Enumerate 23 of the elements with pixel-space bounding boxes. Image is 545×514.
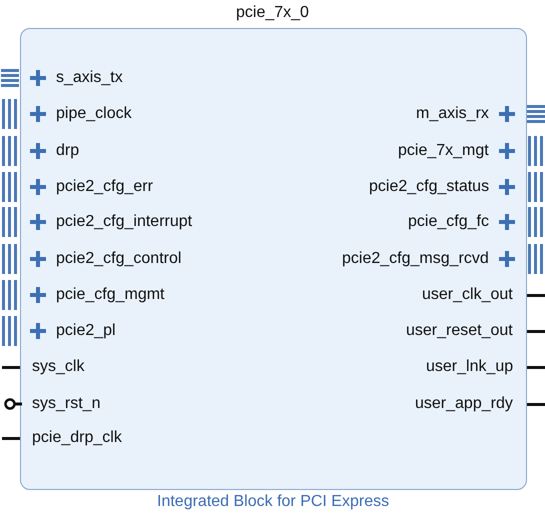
port-label: user_app_rdy [415,395,513,413]
port-label: sys_clk [32,358,84,376]
port-label: pcie2_cfg_control [56,250,182,268]
port-label: drp [56,142,80,160]
port-label: user_lnk_up [426,358,514,376]
port-label: pcie2_cfg_interrupt [56,213,192,231]
port-label: pcie2_cfg_status [369,178,490,196]
port-label: pcie_7x_mgt [398,142,489,160]
port-label: pcie2_cfg_msg_rcvd [342,250,489,268]
port-label: user_clk_out [422,286,513,304]
block-title: pcie_7x_0 [236,4,309,22]
ip-block [20,28,527,490]
port-label: sys_rst_n [32,395,100,413]
block-caption: Integrated Block for PCI Express [157,493,390,511]
port-label: m_axis_rx [416,105,489,123]
port-label: pcie2_pl [56,322,116,340]
port-label: pcie2_cfg_err [56,178,153,196]
port-label: pipe_clock [56,105,132,123]
port-label: pcie_cfg_mgmt [56,286,164,304]
port-label: pcie_drp_clk [32,429,122,447]
port-label: s_axis_tx [56,69,123,87]
port-label: user_reset_out [406,322,513,340]
port-label: pcie_cfg_fc [408,213,489,231]
